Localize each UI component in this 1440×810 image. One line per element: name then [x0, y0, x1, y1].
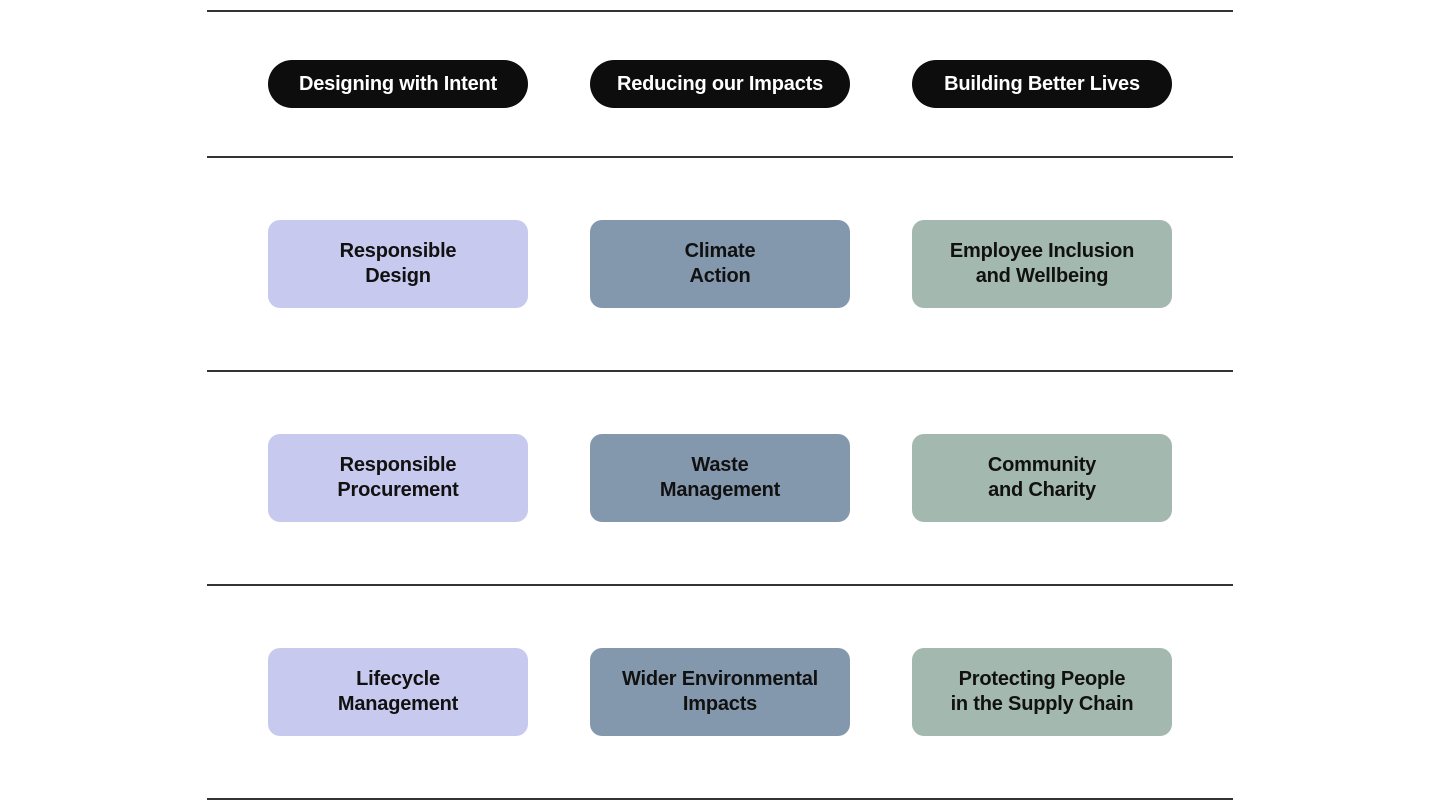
pillar-header-building-better-lives: Building Better Lives: [912, 60, 1172, 108]
card-responsible-design: Responsible Design: [268, 220, 528, 308]
card-employee-inclusion-and-wellbeing: Employee Inclusion and Wellbeing: [912, 220, 1172, 308]
divider-top: [207, 10, 1233, 12]
header-row: Designing with Intent Reducing our Impac…: [207, 12, 1233, 156]
card-row-3: Lifecycle Management Wider Environmental…: [207, 586, 1233, 798]
card-lifecycle-management: Lifecycle Management: [268, 648, 528, 736]
card-row-2: Responsible Procurement Waste Management…: [207, 372, 1233, 584]
card-climate-action: Climate Action: [590, 220, 850, 308]
divider-1: [207, 156, 1233, 158]
card-protecting-people-in-the-supply-chain: Protecting People in the Supply Chain: [912, 648, 1172, 736]
card-community-and-charity: Community and Charity: [912, 434, 1172, 522]
card-wider-environmental-impacts: Wider Environmental Impacts: [590, 648, 850, 736]
divider-3: [207, 584, 1233, 586]
divider-2: [207, 370, 1233, 372]
card-row-1: Responsible Design Climate Action Employ…: [207, 158, 1233, 370]
divider-bottom: [207, 798, 1233, 800]
pillars-diagram: Designing with Intent Reducing our Impac…: [207, 0, 1233, 800]
pillar-header-reducing-our-impacts: Reducing our Impacts: [590, 60, 850, 108]
pillar-header-designing-with-intent: Designing with Intent: [268, 60, 528, 108]
card-responsible-procurement: Responsible Procurement: [268, 434, 528, 522]
card-waste-management: Waste Management: [590, 434, 850, 522]
